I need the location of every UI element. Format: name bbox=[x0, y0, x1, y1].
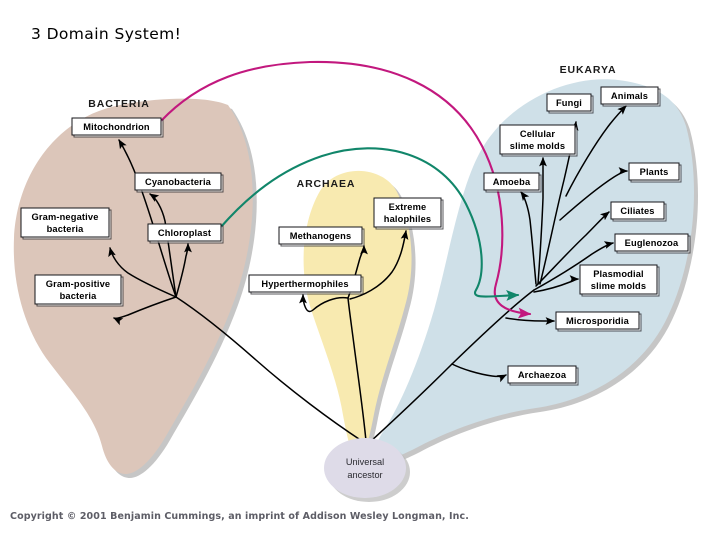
taxon-box-frame bbox=[507, 365, 577, 384]
taxon-label-text: slime molds bbox=[591, 281, 646, 291]
taxon-box-extreme-halophiles[interactable]: Extreme halophiles bbox=[373, 197, 444, 230]
taxon-box-hyperthermophiles[interactable]: Hyperthermophiles bbox=[248, 274, 364, 295]
universal-ancestor-label-line1: Universal bbox=[346, 457, 384, 467]
taxon-box-mitochondrion[interactable]: Mitochondrion bbox=[71, 117, 164, 138]
taxon-box-microsporidia[interactable]: Microsporidia bbox=[555, 311, 642, 332]
taxon-label-text: Hyperthermophiles bbox=[261, 279, 348, 289]
taxon-box-frame bbox=[614, 233, 689, 252]
domain-labels: BACTERIA ARCHAEA EUKARYA bbox=[88, 64, 617, 190]
taxon-box-chloroplast[interactable]: Chloroplast bbox=[147, 223, 224, 244]
page-title: 3 Domain System! bbox=[31, 25, 182, 43]
taxon-label-text: Cyanobacteria bbox=[145, 177, 212, 187]
branch-bacteria-trunk bbox=[175, 296, 363, 442]
taxon-label-text: Microsporidia bbox=[566, 316, 630, 326]
universal-ancestor-ellipse bbox=[324, 438, 406, 498]
taxon-box-frame bbox=[147, 223, 222, 242]
taxon-box-frame bbox=[546, 93, 592, 112]
taxon-label-text: Mitochondrion bbox=[83, 122, 150, 132]
taxon-box-frame bbox=[248, 274, 362, 293]
taxon-box-frame bbox=[134, 172, 222, 191]
taxon-label-text: Ciliates bbox=[620, 206, 654, 216]
taxon-box-frame bbox=[499, 124, 576, 155]
taxon-box-frame bbox=[579, 264, 658, 295]
taxon-box-fungi[interactable]: Fungi bbox=[546, 93, 594, 114]
branch-to-archaezoa bbox=[451, 363, 507, 383]
branch-to-gram-positive bbox=[113, 296, 177, 326]
taxon-box-frame bbox=[483, 172, 540, 191]
taxon-label-text: Fungi bbox=[556, 98, 582, 108]
branch-to-plants bbox=[559, 167, 628, 221]
universal-ancestor-node: Universal ancestor bbox=[324, 438, 410, 502]
taxon-label-text: bacteria bbox=[47, 224, 85, 234]
taxon-box-methanogens[interactable]: Methanogens bbox=[278, 226, 365, 247]
domain-label-bacteria: BACTERIA bbox=[88, 98, 149, 110]
taxon-box-plasmodial-slime-molds[interactable]: Plasmodial slime molds bbox=[579, 264, 660, 297]
taxon-label-text: Animals bbox=[611, 91, 648, 101]
taxon-label-text: Plasmodial bbox=[593, 269, 644, 279]
taxon-label-text: Gram-positive bbox=[46, 279, 110, 289]
taxon-label-text: halophiles bbox=[384, 214, 431, 224]
gene-transfer-chloroplast-arc bbox=[218, 147, 520, 301]
taxon-label-text: Plants bbox=[640, 167, 669, 177]
copyright-notice: Copyright © 2001 Benjamin Cummings, an i… bbox=[10, 511, 469, 522]
branch-to-plasmodial-slime-molds bbox=[533, 275, 579, 293]
taxon-box-frame bbox=[373, 197, 442, 228]
taxon-label-text: slime molds bbox=[510, 141, 565, 151]
taxon-box-ciliates[interactable]: Ciliates bbox=[610, 201, 667, 222]
domain-label-eukarya: EUKARYA bbox=[560, 64, 617, 76]
taxon-box-frame bbox=[600, 86, 659, 105]
taxon-label-text: Amoeba bbox=[493, 177, 531, 187]
taxon-label-text: bacteria bbox=[60, 291, 98, 301]
taxon-box-frame bbox=[278, 226, 363, 245]
taxon-label-text: Gram-negative bbox=[31, 212, 98, 222]
taxon-box-euglenozoa[interactable]: Euglenozoa bbox=[614, 233, 691, 254]
taxon-box-cellular-slime-molds[interactable]: Cellular slime molds bbox=[499, 124, 578, 157]
gene-transfer-mitochondrion-arc bbox=[159, 60, 532, 319]
domain-label-archaea: ARCHAEA bbox=[297, 178, 356, 190]
taxon-label-text: Archaezoa bbox=[518, 370, 567, 380]
taxon-box-gram-positive[interactable]: Gram-positive bacteria bbox=[34, 274, 124, 307]
branch-to-amoeba bbox=[520, 191, 537, 285]
taxon-label-text: Methanogens bbox=[290, 231, 352, 241]
branch-to-animals bbox=[565, 105, 627, 197]
taxon-box-frame bbox=[555, 311, 640, 330]
branch-to-euglenozoa bbox=[533, 241, 614, 291]
universal-ancestor-label-line2: ancestor bbox=[347, 470, 382, 480]
taxon-box-frame bbox=[71, 117, 162, 136]
taxon-box-gram-negative[interactable]: Gram-negative bacteria bbox=[20, 207, 112, 240]
gene-transfer-arcs bbox=[159, 60, 532, 319]
branch-to-ciliates bbox=[535, 211, 610, 287]
taxon-box-cyanobacteria[interactable]: Cyanobacteria bbox=[134, 172, 224, 193]
branch-to-chloroplast bbox=[175, 243, 192, 298]
taxon-box-amoeba[interactable]: Amoeba bbox=[483, 172, 542, 193]
branch-to-cyanobacteria bbox=[149, 193, 177, 298]
taxon-box-frame bbox=[610, 201, 665, 220]
branch-to-cellular-slime-molds bbox=[537, 157, 547, 285]
taxon-label-text: Euglenozoa bbox=[625, 238, 679, 248]
branch-to-hyperthermophiles bbox=[299, 294, 349, 313]
taxon-label-text: Cellular bbox=[520, 129, 556, 139]
branch-to-microsporidia bbox=[505, 317, 555, 325]
taxon-box-frame bbox=[34, 274, 122, 305]
taxon-box-frame bbox=[20, 207, 110, 238]
taxon-box-frame bbox=[628, 162, 680, 181]
branch-to-extreme-halophiles bbox=[349, 230, 409, 300]
branch-archaea-trunk bbox=[347, 297, 367, 442]
taxon-box-animals[interactable]: Animals bbox=[600, 86, 661, 107]
taxon-box-plants[interactable]: Plants bbox=[628, 162, 682, 183]
taxon-label-text: Extreme bbox=[389, 202, 427, 212]
taxon-box-archaezoa[interactable]: Archaezoa bbox=[507, 365, 579, 386]
branch-to-gram-negative bbox=[108, 247, 177, 298]
taxon-label-text: Chloroplast bbox=[158, 228, 211, 238]
